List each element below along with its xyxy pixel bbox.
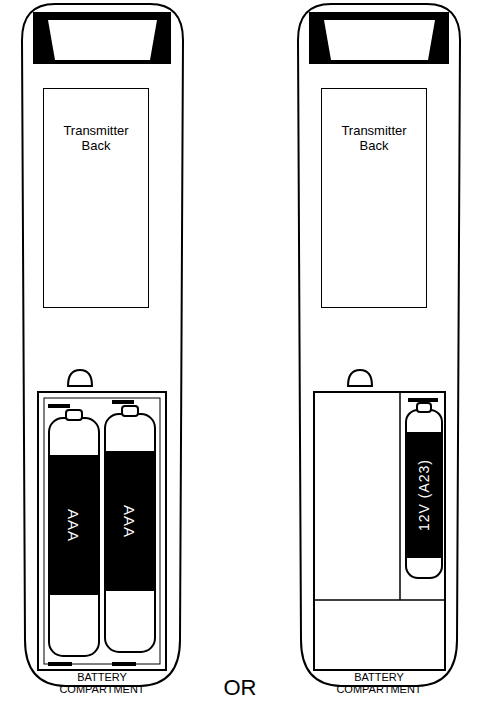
- ir-window: [309, 12, 449, 64]
- battery-type: AAA: [121, 504, 138, 537]
- panel-label: Transmitter Back: [322, 123, 426, 153]
- or-text: OR: [210, 676, 270, 699]
- a23-battery: [406, 410, 442, 578]
- remote-body: [22, 4, 183, 686]
- latch-tab: [348, 370, 372, 386]
- battery-compartment: [38, 392, 166, 670]
- battery-label: 12V (A23): [406, 432, 442, 558]
- transmitter-panel: Transmitter Back: [321, 88, 427, 308]
- panel-label: Transmitter Back: [44, 123, 148, 153]
- compartment-caption: BATTERY COMPARTMENT: [324, 671, 434, 695]
- ir-window: [33, 12, 171, 64]
- battery-type: AAA: [65, 508, 82, 541]
- battery-compartment: [314, 392, 445, 670]
- ir-window-inner: [324, 20, 435, 60]
- transmitter-panel: Transmitter Back: [43, 88, 149, 308]
- aaa-battery: [105, 414, 155, 652]
- battery-label: AAA: [49, 455, 99, 595]
- aaa-battery: [49, 418, 99, 656]
- battery-type: 12V (A23): [416, 459, 432, 531]
- remote-body: [298, 4, 460, 686]
- compartment-caption: BATTERY COMPARTMENT: [47, 671, 157, 695]
- latch-tab: [68, 370, 92, 386]
- ir-window-inner: [48, 20, 157, 60]
- battery-label: AAA: [105, 451, 155, 591]
- compartment-inner: [44, 398, 160, 664]
